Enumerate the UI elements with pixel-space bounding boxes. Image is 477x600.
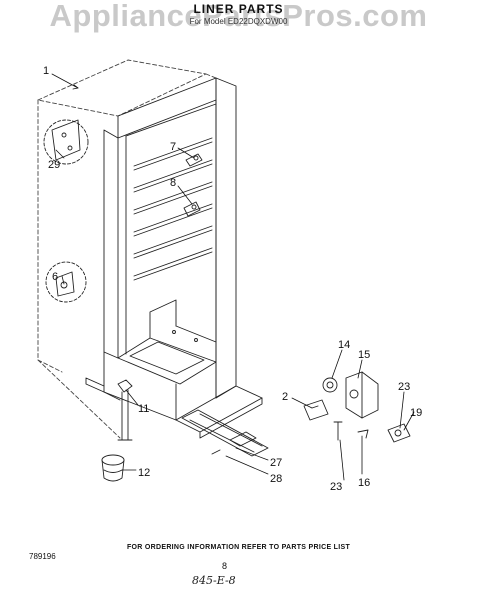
callout-label: 23 bbox=[398, 381, 410, 393]
callout-label: 28 bbox=[270, 473, 282, 485]
ordering-note: FOR ORDERING INFORMATION REFER TO PARTS … bbox=[126, 544, 351, 551]
callout-label: 6 bbox=[52, 271, 58, 283]
page-number: 8 bbox=[222, 561, 228, 571]
callout-label: 19 bbox=[410, 407, 422, 419]
leveling-leg bbox=[101, 379, 133, 482]
callout-label: 1 bbox=[43, 65, 49, 77]
callout-label: 12 bbox=[138, 467, 150, 479]
callout-label: 7 bbox=[170, 141, 176, 153]
callout-label: 8 bbox=[170, 177, 176, 189]
callout-label: 14 bbox=[338, 339, 350, 351]
callout-label: 23 bbox=[330, 481, 342, 493]
temperature-control-assembly bbox=[303, 371, 411, 443]
callout-label: 11 bbox=[138, 403, 149, 415]
watermark: AppliancePartsPros.com bbox=[49, 0, 428, 33]
drain-trough bbox=[181, 409, 269, 457]
callout-label: 15 bbox=[358, 349, 370, 361]
model-subtitle: For Model ED22DQXDW00 bbox=[189, 17, 288, 26]
callout-label: 2 bbox=[282, 391, 288, 403]
diagram-title: LINER PARTS bbox=[193, 2, 284, 16]
callout-labels: 1 29 7 8 6 11 12 14 15 2 23 19 23 16 27 … bbox=[43, 65, 422, 493]
leader-lines bbox=[51, 73, 415, 481]
handwritten-code: 845-E-8 bbox=[192, 574, 236, 587]
callout-label: 29 bbox=[48, 159, 60, 171]
callout-label: 16 bbox=[358, 477, 370, 489]
callout-label: 27 bbox=[270, 457, 282, 469]
document-number: 789196 bbox=[29, 552, 56, 561]
liner-cabinet bbox=[37, 59, 263, 439]
